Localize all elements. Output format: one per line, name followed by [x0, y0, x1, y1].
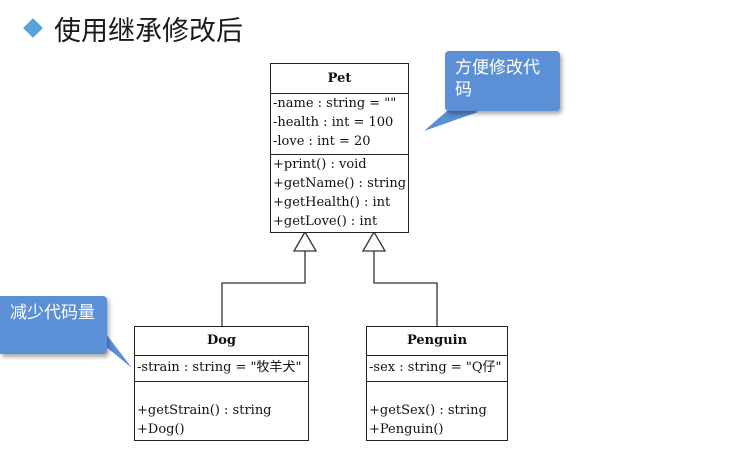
class-penguin-methods: +getSex() : string +Penguin() — [367, 382, 507, 439]
class-penguin: Penguin -sex : string = "Q仔" +getSex() :… — [366, 326, 508, 441]
slide-title-text: 使用继承修改后 — [54, 15, 243, 47]
class-pet-attribute: -health : int = 100 — [273, 115, 394, 130]
callout-reduce-tail — [100, 334, 132, 368]
class-pet-attributes: -name : string = "" -health : int = 100 … — [271, 94, 408, 155]
class-dog-method: +getStrain() : string — [137, 403, 272, 418]
class-pet-method: +getHealth() : int — [273, 195, 391, 210]
class-pet-method: +print() : void — [273, 157, 367, 172]
class-penguin-method: +Penguin() — [369, 422, 444, 437]
class-pet-attribute: -name : string = "" — [273, 96, 397, 111]
class-dog: Dog -strain : string = "牧羊犬" +getStrain(… — [134, 326, 309, 441]
class-dog-name: Dog — [135, 327, 308, 356]
class-dog-attributes: -strain : string = "牧羊犬" — [135, 356, 308, 382]
callout-reduce-text: 减少代码量 — [10, 303, 95, 323]
class-pet-method: +getName() : string — [273, 176, 407, 191]
class-pet-methods: +print() : void +getName() : string +get… — [271, 155, 408, 231]
callout-reduce-code: 减少代码量 — [0, 296, 107, 354]
penguin-generalization-arrow-icon — [361, 230, 387, 252]
class-pet-name: Pet — [271, 64, 408, 94]
class-penguin-name: Penguin — [367, 327, 507, 356]
callout-convenient-text: 方便修改代码 — [455, 58, 540, 100]
callout-convenient-edit: 方便修改代码 — [445, 51, 560, 111]
class-pet-attribute: -love : int = 20 — [273, 134, 371, 149]
class-dog-attribute: -strain : string = "牧羊犬" — [137, 360, 302, 375]
class-dog-method: +Dog() — [137, 422, 185, 437]
class-pet: Pet -name : string = "" -health : int = … — [270, 63, 409, 233]
dog-inheritance-line — [221, 251, 306, 327]
dog-generalization-arrow-icon — [292, 230, 318, 252]
class-penguin-attributes: -sex : string = "Q仔" — [367, 356, 507, 382]
class-penguin-method: +getSex() : string — [369, 403, 487, 418]
class-pet-method: +getLove() : int — [273, 214, 378, 229]
class-dog-methods: +getStrain() : string +Dog() — [135, 382, 308, 439]
slide-title: 使用继承修改后 — [22, 10, 243, 47]
penguin-inheritance-line — [373, 251, 438, 327]
class-penguin-attribute: -sex : string = "Q仔" — [369, 360, 502, 375]
